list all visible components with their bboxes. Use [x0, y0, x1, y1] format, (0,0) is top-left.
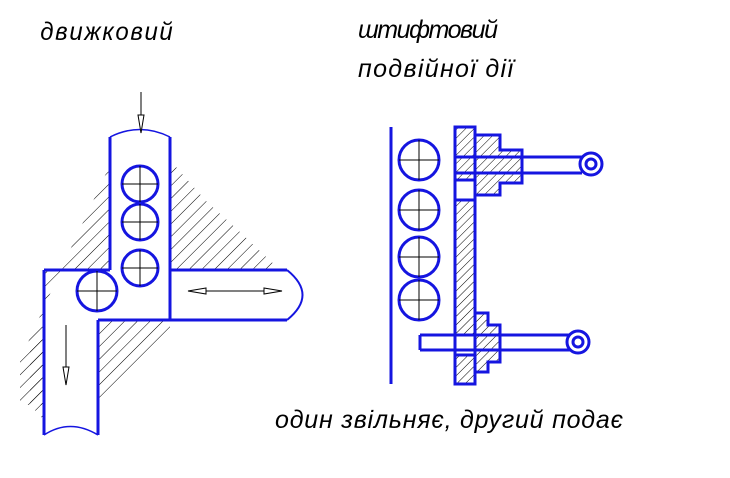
right-title-line2: подвійної дії	[358, 55, 516, 83]
upper-pin-rod	[455, 151, 604, 177]
workpiece-centerlines-right	[399, 140, 439, 320]
pin-feeder	[389, 125, 604, 386]
workpiece-centerlines-left	[77, 166, 158, 311]
left-title: движковий	[40, 19, 173, 47]
slider-feeder	[20, 92, 304, 436]
upper-pin-housing	[473, 133, 524, 197]
lower-pin-housing	[473, 311, 502, 374]
output-chute	[42, 270, 100, 436]
right-title-line1: штифтовий	[358, 16, 498, 44]
caption: один звільняє, другий подає	[275, 406, 624, 434]
lower-pin-rod	[418, 329, 591, 355]
vertical-plate	[453, 125, 477, 386]
arrows-left	[62, 92, 283, 386]
